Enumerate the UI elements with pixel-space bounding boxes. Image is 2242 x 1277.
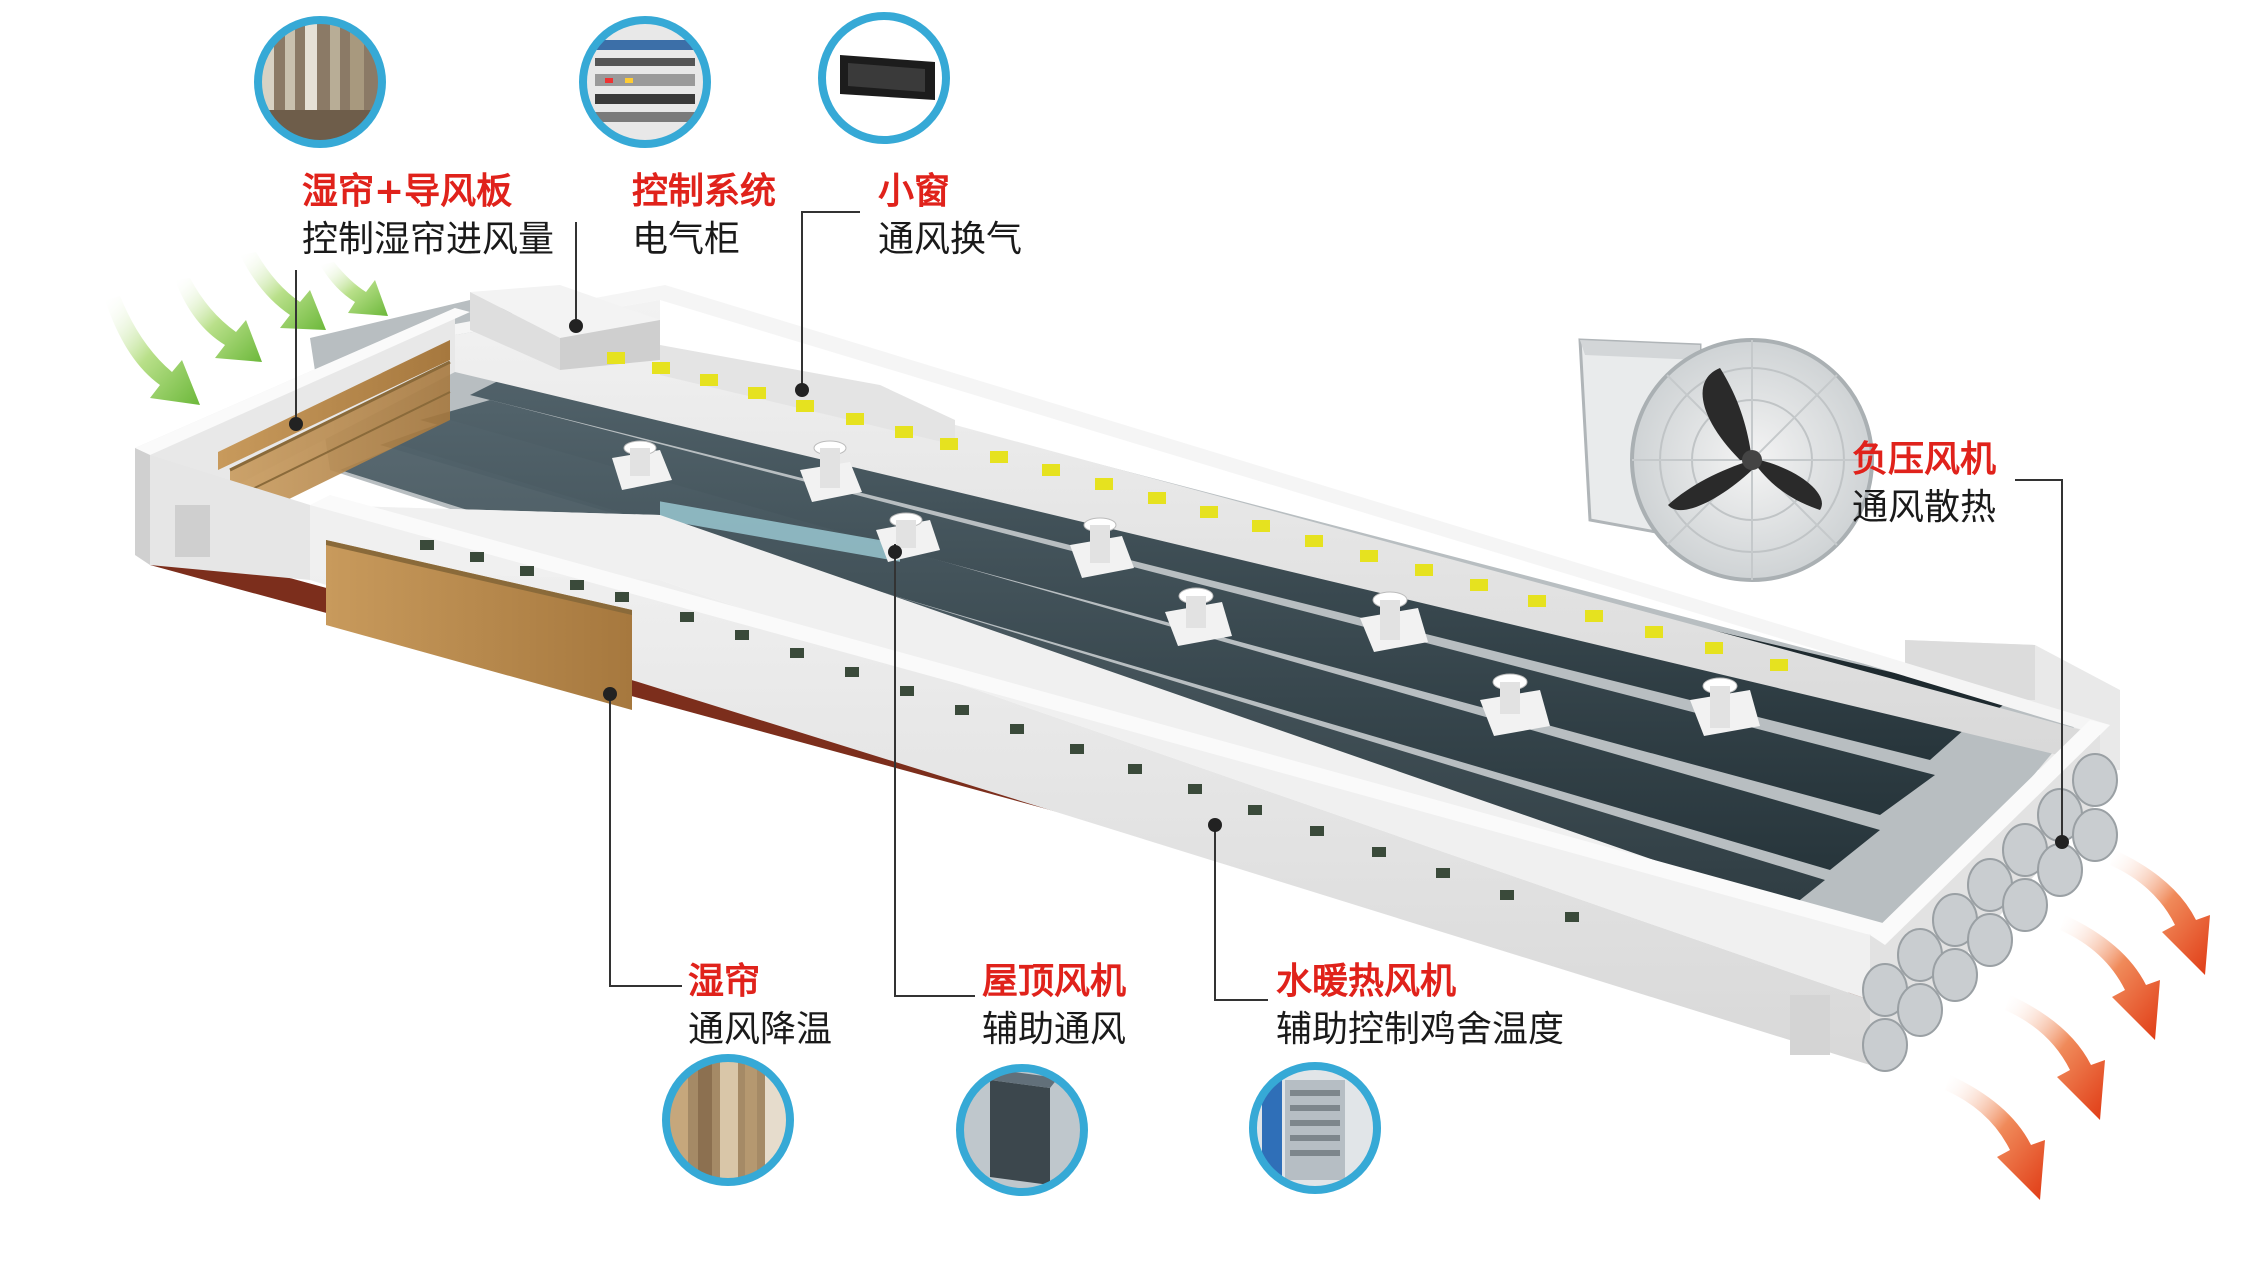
roof-fans [612, 440, 1760, 736]
end-wall-exhaust-fans [1862, 753, 2118, 1072]
label-title: 控制系统 [632, 171, 777, 212]
air-inflow-arrows [105, 252, 388, 405]
label-wet-curtain: 湿帘 通风降温 [688, 958, 832, 1053]
label-wet-curtain-deflector: 湿帘+导风板 控制湿帘进风量 [302, 168, 554, 263]
air-outflow-arrows [1945, 850, 2210, 1200]
wet-pad-photo [662, 1054, 794, 1186]
back-wall-inlets [607, 352, 1788, 671]
label-title: 湿帘+导风板 [302, 171, 513, 212]
wet-curtain-photo [254, 16, 386, 148]
label-small-window: 小窗 通风换气 [878, 168, 1022, 263]
label-desc: 电气柜 [632, 218, 741, 260]
label-desc: 辅助控制鸡舍温度 [1276, 1008, 1565, 1050]
roof-fan-photo [956, 1064, 1088, 1196]
label-control-system: 控制系统 电气柜 [632, 168, 776, 263]
front-wall-windows [420, 540, 1579, 922]
leader-lines [295, 211, 2063, 1001]
label-title: 小窗 [878, 171, 951, 212]
label-negative-pressure-fan: 负压风机 通风散热 [1852, 436, 1996, 531]
label-title: 屋顶风机 [982, 961, 1127, 1002]
label-title: 水暖热风机 [1276, 961, 1457, 1002]
label-desc: 辅助通风 [982, 1008, 1127, 1050]
water-heater-fan-photo [1249, 1062, 1381, 1194]
leader-dots [289, 319, 2069, 849]
label-title: 负压风机 [1852, 439, 1997, 480]
cone-exhaust-fan [1578, 338, 1874, 582]
label-water-heater-fan: 水暖热风机 辅助控制鸡舍温度 [1276, 958, 1564, 1053]
label-title: 湿帘 [688, 961, 761, 1002]
label-desc: 通风降温 [688, 1008, 833, 1050]
electrical-cabinet-photo [579, 16, 711, 148]
poultry-house-building [135, 285, 2120, 1065]
small-window-photo [818, 12, 950, 144]
label-desc: 控制湿帘进风量 [302, 218, 555, 260]
label-desc: 通风换气 [878, 218, 1023, 260]
label-desc: 通风散热 [1852, 486, 1997, 528]
label-roof-fan: 屋顶风机 辅助通风 [982, 958, 1126, 1053]
